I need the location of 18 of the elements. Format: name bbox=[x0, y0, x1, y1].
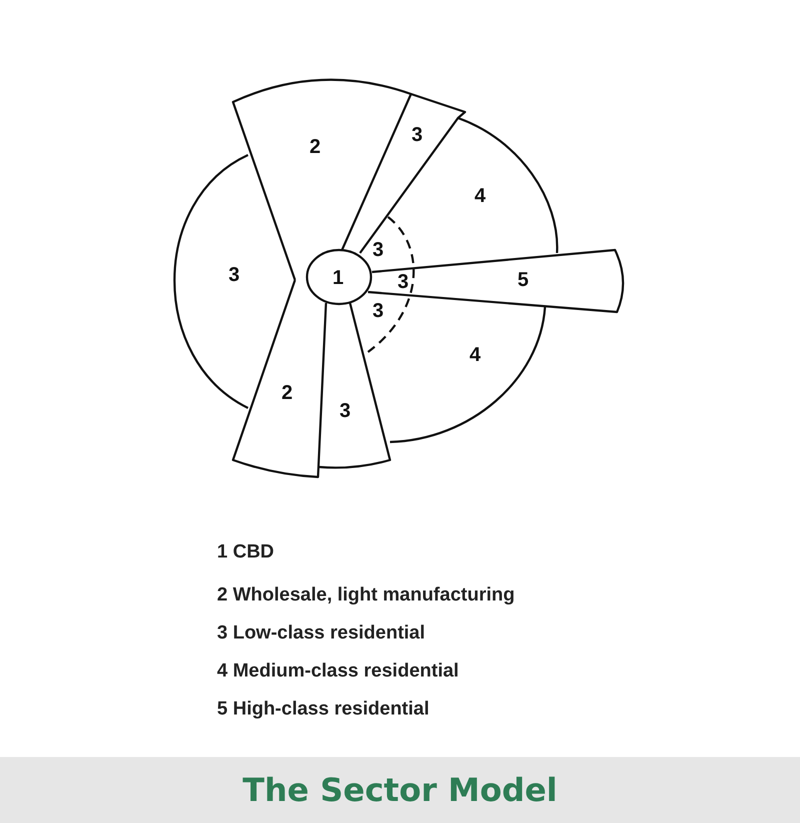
zone-number: 5 bbox=[517, 270, 529, 290]
key-entry: 4 Medium-class residential bbox=[217, 662, 459, 682]
zone-number: 3 bbox=[339, 401, 351, 421]
key-entry: 2 Wholesale, light manufacturing bbox=[217, 586, 515, 606]
zone-number: 3 bbox=[372, 301, 384, 321]
key-entry: 1 CBD bbox=[217, 542, 274, 564]
zone-number: 4 bbox=[469, 345, 481, 365]
title: The Sector Model bbox=[242, 771, 558, 809]
key-entry: 5 High-class residential bbox=[217, 700, 430, 720]
zone-number: 4 bbox=[474, 186, 486, 206]
zone-number: 2 bbox=[309, 137, 321, 157]
zone-number: 3 bbox=[397, 272, 409, 292]
zone-number: 3 bbox=[411, 125, 423, 145]
key-entry: 3 Low-class residential bbox=[217, 624, 426, 644]
zone-number: 2 bbox=[281, 383, 293, 403]
zone-number: 1 bbox=[332, 268, 344, 288]
zone-number: 3 bbox=[372, 240, 384, 260]
zone-number: 3 bbox=[228, 265, 240, 285]
